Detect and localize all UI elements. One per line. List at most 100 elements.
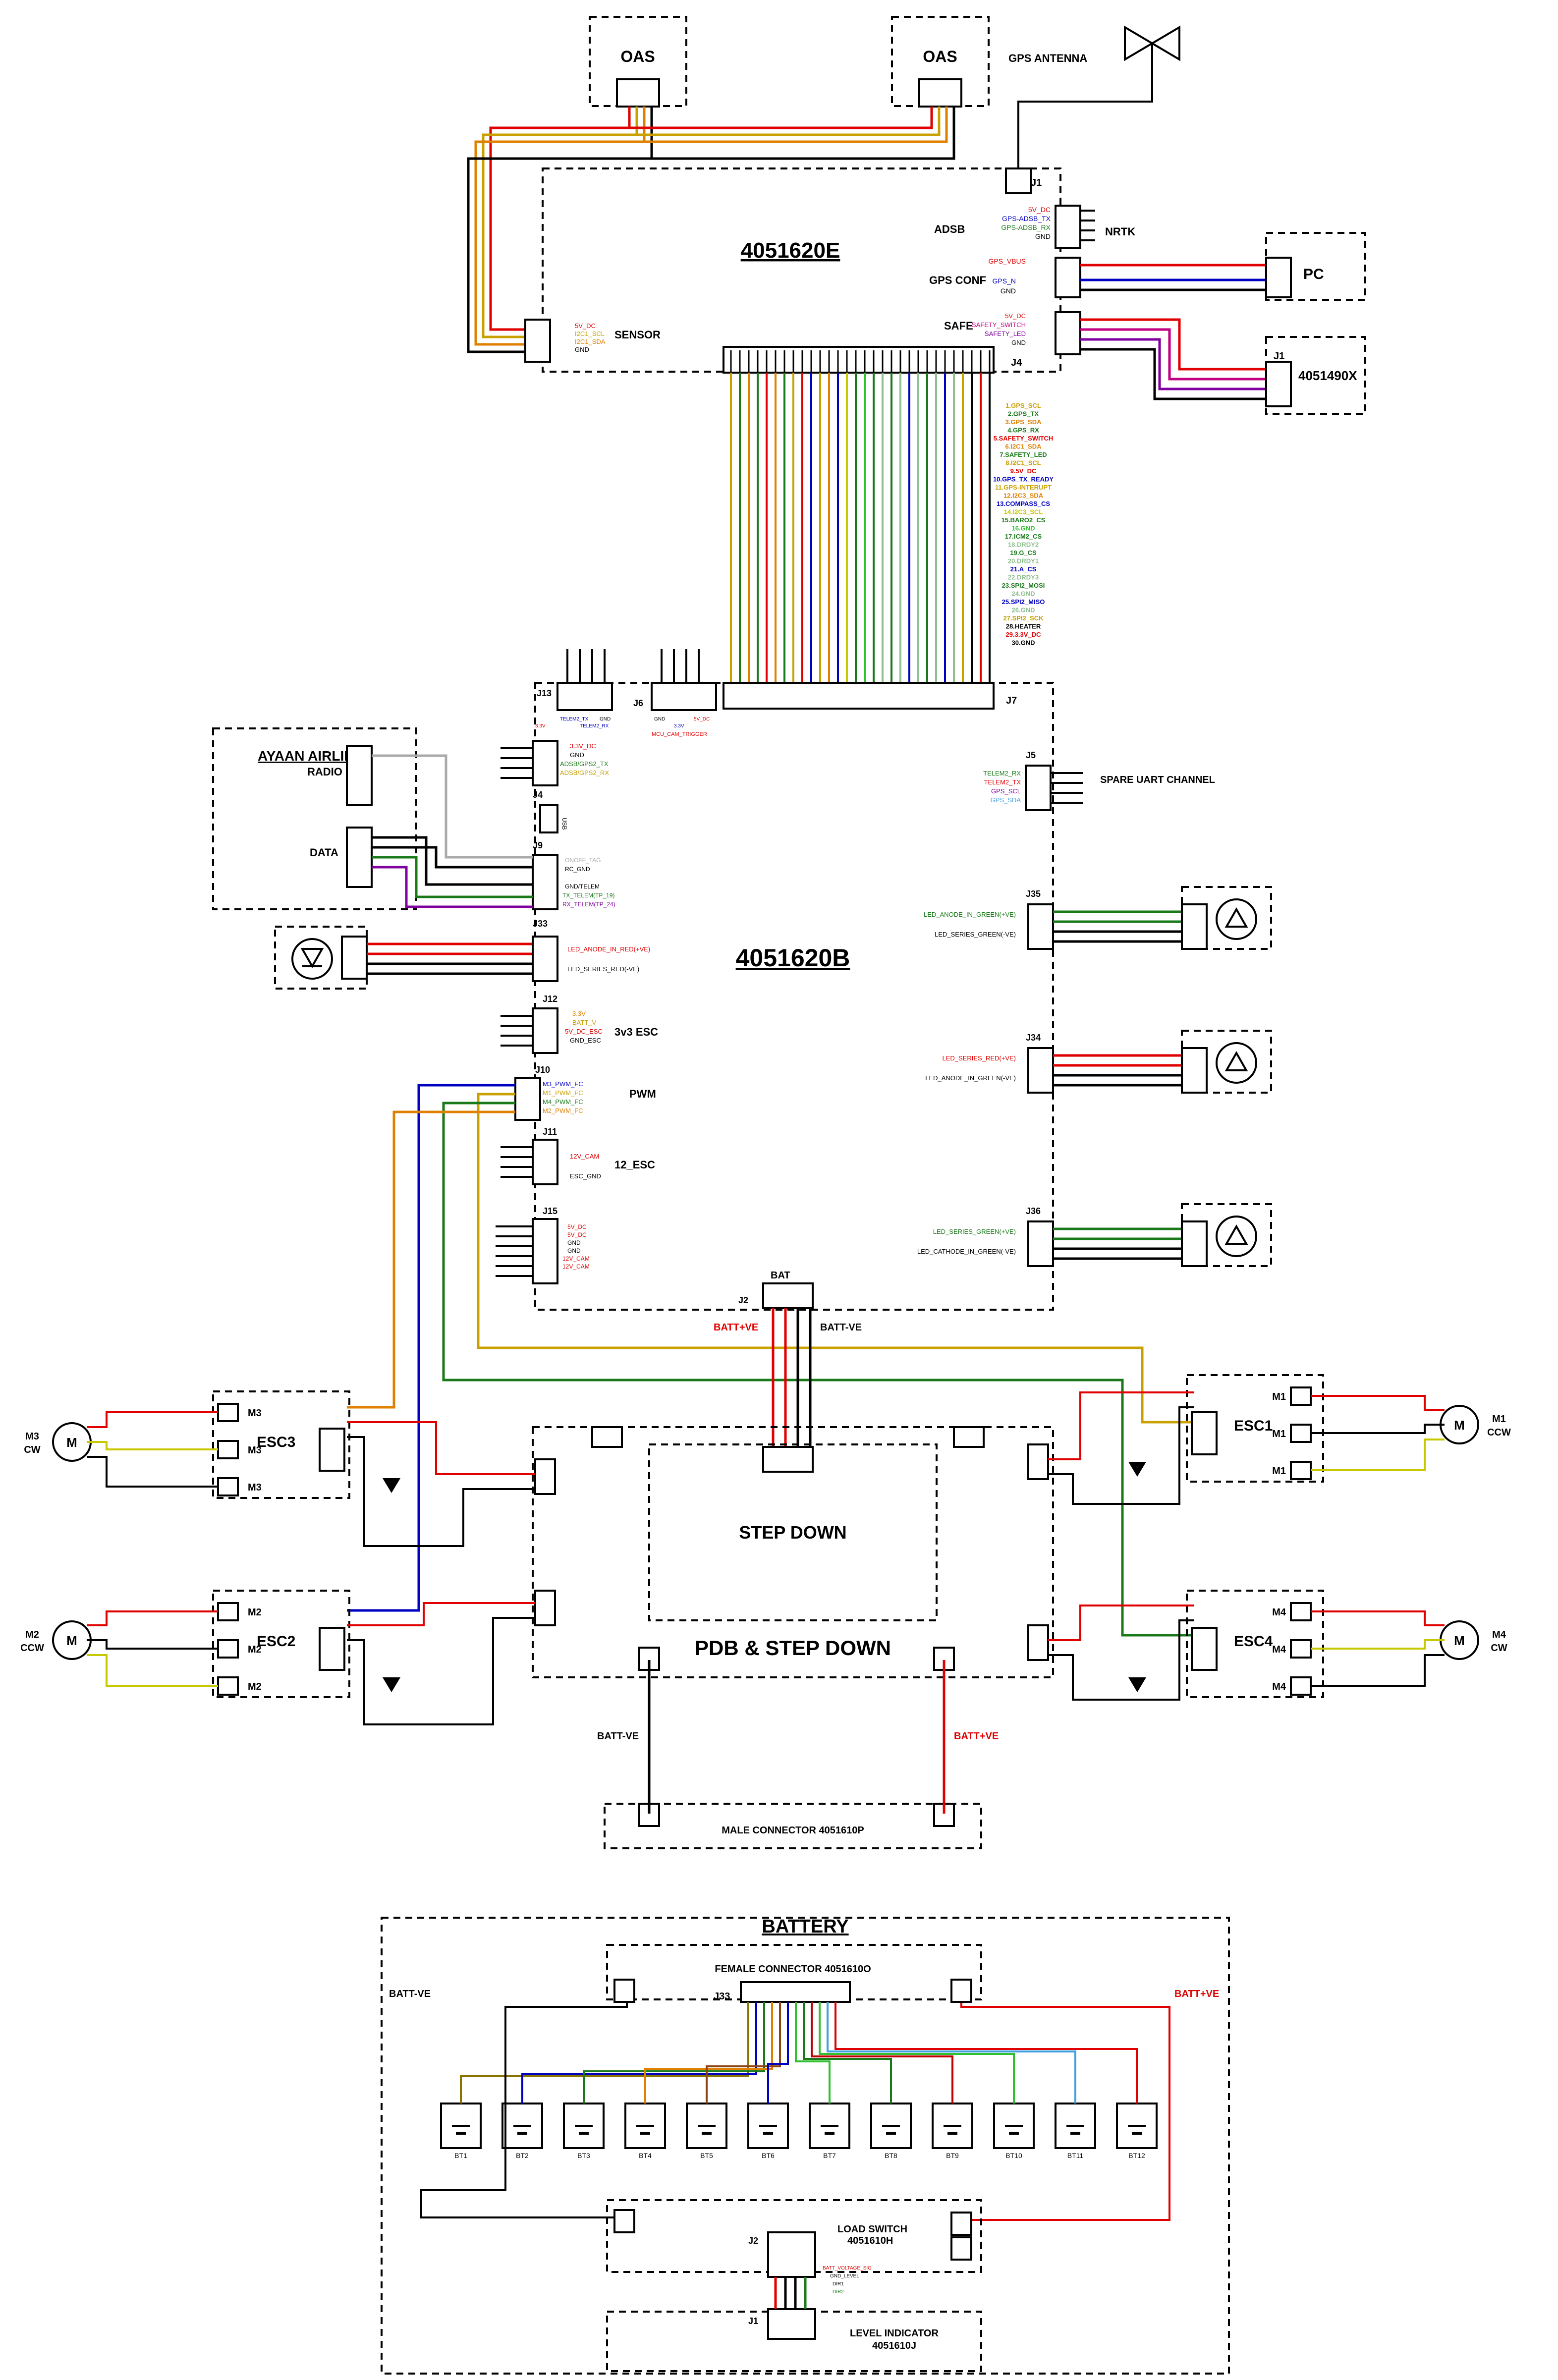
j12-name: 3v3 ESC [614, 1026, 658, 1038]
motor-wire [1311, 1639, 1445, 1650]
level-pin-3: DIR1 [833, 2281, 844, 2287]
usb-port: USB J9 [533, 804, 568, 850]
esc4-power-neg [1048, 1619, 1194, 1701]
esc-signal-connector [319, 1627, 345, 1671]
led-right-conn [1027, 1220, 1054, 1267]
bus-pin-label-11: 11.GPS-INTERUPT [995, 484, 1052, 491]
motor-terminal [217, 1639, 239, 1659]
gps-bus-wires [730, 350, 991, 705]
esc-label: ESC1 [1234, 1418, 1273, 1434]
pdb-top-terminal-2 [953, 1426, 985, 1448]
cell-tap-wire [795, 2002, 831, 2103]
battery-terminal-5 [950, 2236, 972, 2261]
motor-terminal [1290, 1676, 1312, 1696]
motor-wire [1311, 1654, 1445, 1687]
j6-pin-3: 5V_DC [694, 717, 710, 722]
j9-label: J9 [533, 840, 543, 850]
j13-pin-3: TELEM2_RX [580, 723, 609, 729]
j9-pin-1: ONOFF_TAG [565, 857, 601, 864]
motor-terminal [1290, 1461, 1312, 1480]
j15-label: J15 [543, 1206, 557, 1216]
cell-label: BT12 [1128, 2152, 1145, 2159]
fc-top-board: 4051620E J1 J4 [542, 167, 1061, 373]
esc1-power-neg [1048, 1406, 1194, 1505]
adsb-pin-3: GPS-ADSB_RX [1001, 223, 1051, 231]
bus-pin-label-14: 14.I2C3_SCL [1004, 508, 1043, 516]
j12-label: J12 [543, 994, 557, 1004]
j2-label: J2 [738, 1295, 748, 1305]
motor-terminal-label: M4 [1272, 1681, 1286, 1692]
battery-cell-10: BT10 [819, 2002, 1035, 2159]
led-right-pin-1: LED_SERIES_RED(+VE) [943, 1054, 1016, 1062]
motor-symbol: M [1454, 1633, 1465, 1648]
motor-terminal [217, 1602, 239, 1621]
j10-name: PWM [629, 1088, 656, 1100]
gpsconf-pin-2: GPS_N [993, 277, 1016, 285]
pdb-terminal-4 [1027, 1624, 1049, 1661]
safe-connector: SAFE 5V_DC SAFETY_SWITCH SAFETY_LED GND … [944, 311, 1366, 415]
bus-pin-label-5: 5.SAFETY_SWITCH [994, 435, 1054, 442]
bus-pin-label-9: 9.5V_DC [1010, 467, 1037, 475]
j15-pin-3: GND [567, 1239, 581, 1246]
sensor-pin-4: GND [575, 346, 589, 353]
j15-connector: J15 5V_DC 5V_DC GND GND 12V_CAM 12V_CAM [496, 1206, 590, 1284]
motor-direction: CW [1491, 1643, 1507, 1654]
fc-batt-neg-label: BATT-VE [820, 1322, 862, 1333]
motor-terminal [1290, 1386, 1312, 1406]
bus-pin-label-10: 10.GPS_TX_READY [993, 476, 1054, 483]
motor-terminal-label: M2 [248, 1607, 262, 1618]
battery-cell-11: BT11 [827, 2002, 1096, 2159]
step-down-label: STEP DOWN [739, 1522, 846, 1543]
fc-top-title: 4051620E [741, 238, 840, 263]
j12-connector: J12 3.3V BATT_V 5V_DC_ESC GND_ESC 3v3 ES… [501, 994, 658, 1054]
motor-wire [1311, 1439, 1445, 1471]
j6-label: J6 [633, 698, 643, 708]
led-right-box [1181, 1203, 1272, 1267]
bus-pin-label-28: 28.HEATER [1006, 623, 1041, 630]
led-right-conn-label: J36 [1026, 1206, 1041, 1216]
ground-icon [383, 1478, 400, 1493]
j10-pin-3: M4_PWM_FC [543, 1098, 583, 1106]
led-right-box [1181, 1030, 1272, 1094]
esc-box [212, 1590, 350, 1698]
battery-terminal-4 [950, 2212, 972, 2236]
battery-cell-8: BT8 [803, 2002, 912, 2159]
j15-pin-2: 5V_DC [567, 1231, 587, 1238]
esc-signal-connector [1191, 1411, 1218, 1455]
battery-cell-5: BT5 [686, 2002, 781, 2159]
j12-pin-2: BATT_V [572, 1019, 596, 1026]
battery-neg-wire [420, 1980, 628, 2218]
load-switch-j2: J2 [748, 2236, 758, 2246]
j12-pin-1: 3.3V [572, 1010, 586, 1017]
j10-pin-1: M3_PWM_FC [543, 1080, 583, 1088]
cell-label: BT3 [577, 2152, 590, 2159]
j10-pin-4: M2_PWM_FC [543, 1107, 583, 1114]
motor-terminal [1290, 1639, 1312, 1659]
motor-terminal-label: M1 [1272, 1466, 1286, 1477]
j4-bottom-label: J4 [533, 790, 543, 800]
j5-connector: J5 TELEM2_RX TELEM2_TX GPS_SCL GPS_SDA S… [983, 750, 1215, 811]
esc2-power-pos [347, 1602, 535, 1626]
load-switch: LOAD SWITCH 4051610H J2 BATT_VOLTAGE_SIG… [606, 2199, 982, 2295]
j4-bottom-connector: 3.3V_DC GND ADSB/GPS2_TX ADSB/GPS2_RX J4 [501, 740, 609, 800]
oas-right-sensor: OAS [891, 16, 990, 108]
led-diode-icon [1224, 1051, 1248, 1071]
cell-tap-wire [819, 2002, 1015, 2103]
esc1-power-pos [1048, 1391, 1194, 1460]
cell-label: BT11 [1067, 2152, 1084, 2159]
motor-terminal-label: M4 [1272, 1607, 1286, 1618]
led-right-socket [1181, 903, 1208, 950]
motor-terminal-label: M2 [248, 1681, 262, 1692]
j9-pin-4: GND/TELEM [565, 883, 600, 890]
bus-pin-label-18: 18.DRDY2 [1008, 541, 1039, 549]
adsb-pin-4: GND [1035, 232, 1051, 240]
female-connector-label: FEMALE CONNECTOR 4051610O [715, 1964, 871, 1975]
battery-cell-9: BT9 [811, 2002, 973, 2159]
motor-terminal-label: M3 [248, 1482, 262, 1493]
cell-label: BT1 [454, 2152, 467, 2159]
j4-pin-4: ADSB/GPS2_RX [560, 769, 609, 776]
